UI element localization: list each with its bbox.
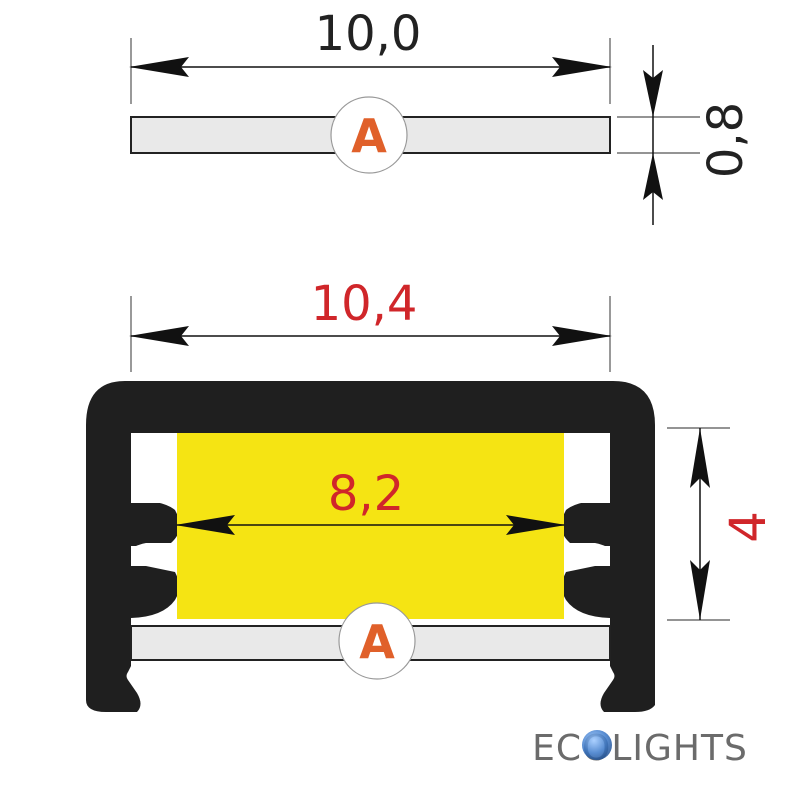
profile-groove-left: [131, 546, 157, 566]
height-label: 4: [719, 511, 777, 543]
profile-marker-letter: A: [359, 615, 395, 669]
thickness-label: 0,8: [698, 102, 754, 178]
led-strip: [177, 433, 564, 619]
top-width-label: 10,0: [315, 6, 422, 62]
thickness-arrow-bottom: [643, 153, 663, 200]
profile-marker-circle: [338, 602, 416, 680]
ecolights-logo: ECOLIGHTS: [532, 728, 748, 769]
height-arrow-top: [690, 428, 710, 488]
height-arrow-bottom: [690, 560, 710, 620]
profile-body: [86, 381, 655, 712]
cover-marker-letter: A: [351, 109, 387, 163]
logo-globe-icon: [582, 730, 612, 760]
cover-marker-circle: [330, 96, 408, 174]
top-cover-assembly: 10,0 A 0,8: [129, 6, 754, 225]
thickness-arrow-top: [643, 70, 663, 117]
logo-text: ECOLIGHTS: [532, 728, 748, 769]
inner-width-label: 8,2: [328, 466, 404, 522]
outer-width-label: 10,4: [311, 276, 418, 332]
profile-assembly: 10,4 8,2 A 4: [86, 276, 777, 712]
profile-groove-right: [584, 546, 610, 566]
